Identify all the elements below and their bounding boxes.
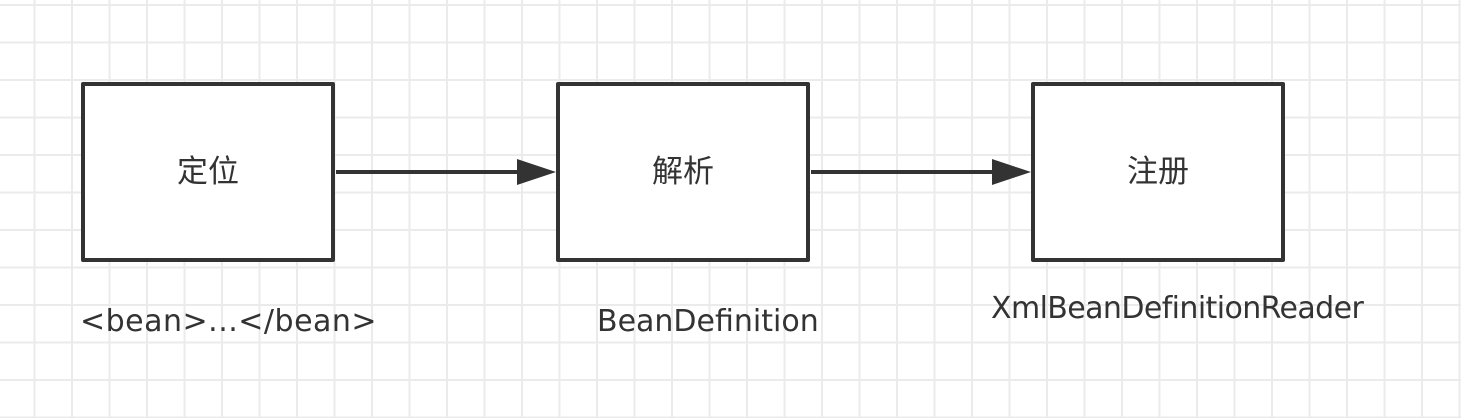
caption-locate: <bean>...</bean> [80,304,378,339]
node-parse[interactable]: 解析 [556,82,810,262]
arrowhead-icon [992,159,1031,185]
edge-locate-to-parse[interactable] [336,159,556,185]
node-register[interactable]: 注册 [1031,82,1285,262]
node-label: 解析 [652,153,714,190]
arrowhead-icon [517,159,556,185]
caption-parse: BeanDefinition [597,304,819,339]
caption-register: XmlBeanDefinitionReader [991,291,1364,326]
node-label: 定位 [177,153,239,190]
node-locate[interactable]: 定位 [81,82,335,262]
node-label: 注册 [1127,153,1189,190]
edge-parse-to-register[interactable] [811,159,1031,185]
